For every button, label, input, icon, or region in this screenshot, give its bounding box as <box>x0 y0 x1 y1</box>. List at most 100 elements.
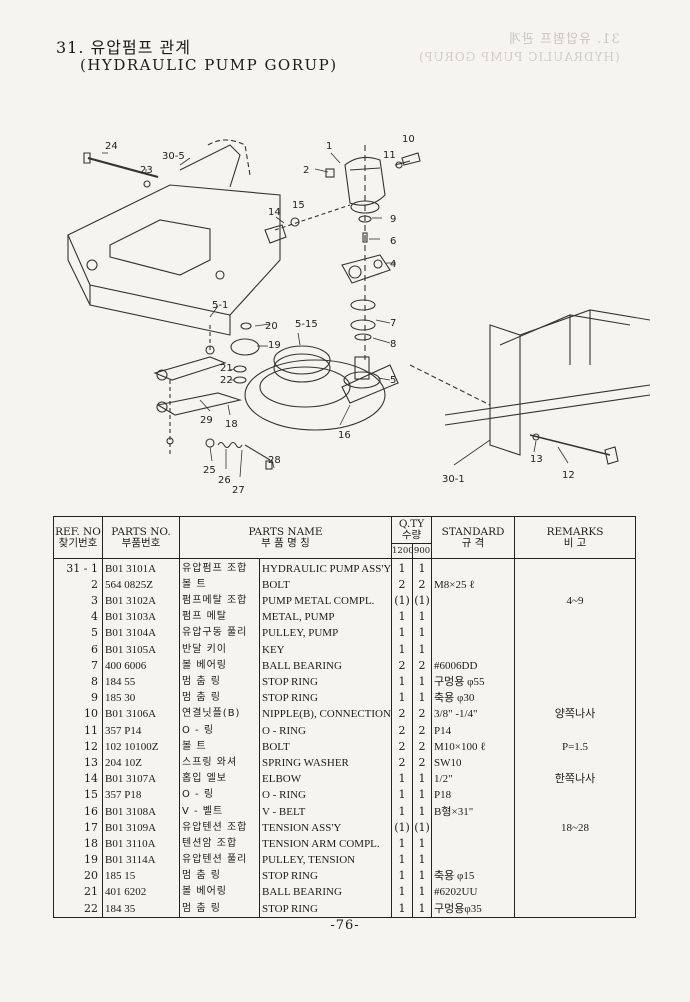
cell-ref: 11 <box>53 722 103 740</box>
cell-q2: 1 <box>412 787 433 804</box>
cell-std: 축용 φ30 <box>431 690 516 707</box>
cell-std: #6202UU <box>431 884 516 901</box>
callout-5-15: 5-15 <box>295 319 318 330</box>
cell-q2: 2 <box>412 658 433 675</box>
cell-std: M10×100 ℓ <box>431 739 516 756</box>
cell-q1: 2 <box>391 722 414 740</box>
cell-ko: 스프링 와셔 <box>179 755 260 772</box>
cell-ko: 볼 트 <box>179 739 260 756</box>
cell-std: B형×31" <box>431 803 516 820</box>
cell-q1: 1 <box>391 609 414 626</box>
cell-q2: 2 <box>412 739 433 756</box>
callout-29: 29 <box>200 415 213 426</box>
cell-q2: 1 <box>412 625 433 642</box>
callout-9: 9 <box>390 214 396 225</box>
cell-ko: 펌프 메탈 <box>179 609 260 626</box>
cell-q1: 1 <box>391 868 414 885</box>
cell-q1: 1 <box>391 803 414 820</box>
cell-en: KEY <box>258 641 393 659</box>
callout-11: 11 <box>383 150 396 161</box>
cell-no: 184 35 <box>102 900 180 919</box>
cell-ref: 13 <box>53 755 103 772</box>
cell-no: 357 P14 <box>102 722 180 740</box>
cell-no: 400 6006 <box>102 658 180 675</box>
cell-rem <box>514 900 637 919</box>
cell-rem <box>514 558 637 578</box>
cell-en: BOLT <box>258 739 393 756</box>
cell-rem <box>514 868 637 885</box>
cell-q1: 1 <box>391 674 414 691</box>
callout-28: 28 <box>268 455 281 466</box>
callout-7: 7 <box>390 318 396 329</box>
cell-ref: 20 <box>53 868 103 885</box>
callout-21: 21 <box>220 363 233 374</box>
cell-en: STOP RING <box>258 674 393 691</box>
cell-rem <box>514 641 637 659</box>
cell-ref: 22 <box>53 900 103 919</box>
callout-13: 13 <box>530 454 543 465</box>
cell-rem <box>514 722 637 740</box>
cell-no: B01 3106A <box>102 706 180 723</box>
cell-ref: 17 <box>53 820 103 837</box>
cell-q2: 2 <box>412 577 433 594</box>
cell-q2: 2 <box>412 755 433 772</box>
cell-rem: 양쪽나사 <box>514 706 637 723</box>
cell-en: PULLEY, TENSION <box>258 852 393 869</box>
callout-6: 6 <box>390 236 396 247</box>
cell-en: SPRING WASHER <box>258 755 393 772</box>
cell-q2: 1 <box>412 884 433 901</box>
cell-ref: 10 <box>53 706 103 723</box>
cell-rem <box>514 787 637 804</box>
cell-q2: 2 <box>412 722 433 740</box>
cell-q2: (1) <box>412 820 433 837</box>
cell-no: B01 3108A <box>102 803 180 820</box>
cell-std: 구멍용φ35 <box>431 900 516 919</box>
cell-q1: 1 <box>391 558 414 578</box>
cell-q1: 1 <box>391 852 414 869</box>
cell-std: M8×25 ℓ <box>431 577 516 594</box>
cell-ko: 유압펌프 조합 <box>179 558 260 578</box>
cell-q1: 2 <box>391 658 414 675</box>
page-title-korean: 31. 유압펌프 관계 <box>56 38 191 57</box>
cell-ko: O - 링 <box>179 722 260 740</box>
cell-en: TENSION ARM COMPL. <box>258 836 393 853</box>
cell-q2: 1 <box>412 852 433 869</box>
cell-ref: 15 <box>53 787 103 804</box>
cell-en: BALL BEARING <box>258 658 393 675</box>
cell-q2: 1 <box>412 674 433 691</box>
cell-no: B01 3110A <box>102 836 180 853</box>
cell-ko: 볼 베어링 <box>179 884 260 901</box>
callout-12: 12 <box>562 470 575 481</box>
callout-4: 4 <box>390 259 396 270</box>
cell-rem <box>514 836 637 853</box>
cell-std <box>431 820 516 837</box>
cell-en: O - RING <box>258 722 393 740</box>
cell-ref: 3 <box>53 593 103 610</box>
cell-std <box>431 836 516 853</box>
cell-rem <box>514 609 637 626</box>
cell-en: STOP RING <box>258 900 393 919</box>
cell-no: 401 6202 <box>102 884 180 901</box>
cell-q1: 2 <box>391 755 414 772</box>
callout-2: 2 <box>303 165 309 176</box>
cell-no: B01 3105A <box>102 641 180 659</box>
cell-ref: 14 <box>53 771 103 788</box>
cell-ko: 멈 춤 링 <box>179 868 260 885</box>
cell-std: SW10 <box>431 755 516 772</box>
cell-en: NIPPLE(B), CONNECTION <box>258 706 393 723</box>
cell-rem <box>514 674 637 691</box>
callout-23: 23 <box>140 165 153 176</box>
cell-ko: 멈 춤 링 <box>179 674 260 691</box>
cell-ref: 5 <box>53 625 103 642</box>
